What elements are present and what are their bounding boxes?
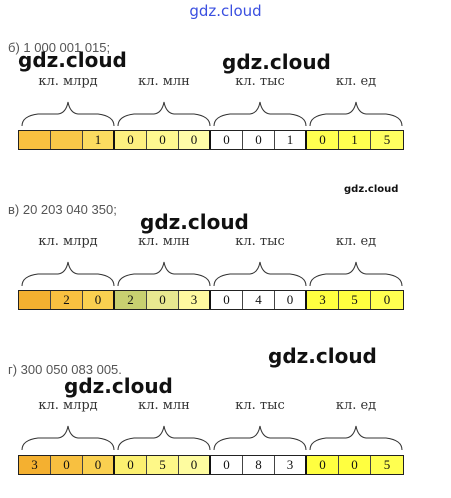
digit-cell: 2 xyxy=(115,291,147,309)
digit-cell: 3 xyxy=(307,291,339,309)
digit-cell xyxy=(19,131,51,149)
class-label-units: кл. ед xyxy=(335,74,377,89)
class-label-billions: кл. млрд xyxy=(38,74,98,89)
digit-cell: 0 xyxy=(115,131,147,149)
digit-cell: 0 xyxy=(211,131,243,149)
watermark: gdz.cloud xyxy=(268,344,377,368)
class-label-thousands: кл. тыс xyxy=(235,74,285,89)
digit-cell: 0 xyxy=(371,291,403,309)
class-label-millions: кл. млн xyxy=(138,74,190,89)
digit-cell: 0 xyxy=(83,456,115,474)
digit-cell: 8 xyxy=(243,456,275,474)
digit-cell: 0 xyxy=(211,291,243,309)
class-label-thousands: кл. тыс xyxy=(235,234,285,249)
digit-cell: 0 xyxy=(147,291,179,309)
class-label-thousands: кл. тыс xyxy=(235,398,285,413)
digit-cell: 0 xyxy=(211,456,243,474)
example-label-v: в) 20 203 040 350; xyxy=(8,202,117,217)
class-label-millions: кл. млн xyxy=(138,398,190,413)
class-label-billions: кл. млрд xyxy=(38,234,98,249)
example-label-b: б) 1 000 001 015; xyxy=(8,40,111,55)
digit-cell xyxy=(51,131,83,149)
digit-cell: 4 xyxy=(243,291,275,309)
class-label-units: кл. ед xyxy=(335,398,377,413)
digit-cell: 3 xyxy=(179,291,211,309)
digit-cell: 1 xyxy=(339,131,371,149)
site-title: gdz.cloud xyxy=(189,2,262,20)
digit-cell: 0 xyxy=(115,456,147,474)
digit-cell: 0 xyxy=(83,291,115,309)
digit-cell: 0 xyxy=(307,131,339,149)
class-label-billions: кл. млрд xyxy=(38,398,98,413)
digit-cell: 0 xyxy=(275,291,307,309)
watermark: gdz.cloud xyxy=(18,48,127,72)
digit-cell: 5 xyxy=(147,456,179,474)
digit-cell: 5 xyxy=(371,131,403,149)
digit-cell: 3 xyxy=(19,456,51,474)
watermark: gdz.cloud xyxy=(140,210,249,234)
digit-cell: 0 xyxy=(339,456,371,474)
digit-cell: 5 xyxy=(371,456,403,474)
digit-cell: 0 xyxy=(179,131,211,149)
example-label-g: г) 300 050 083 005. xyxy=(8,362,122,377)
digit-cell: 2 xyxy=(51,291,83,309)
digit-cell: 1 xyxy=(275,131,307,149)
watermark: gdz.cloud xyxy=(64,374,173,398)
class-braces xyxy=(21,425,403,451)
digit-cell: 0 xyxy=(243,131,275,149)
digit-cell: 5 xyxy=(339,291,371,309)
watermark: gdz.cloud xyxy=(344,184,399,195)
digit-cell xyxy=(19,291,51,309)
digit-cell: 0 xyxy=(307,456,339,474)
class-label-millions: кл. млн xyxy=(138,234,190,249)
digit-cell: 0 xyxy=(147,131,179,149)
digit-cell: 0 xyxy=(179,456,211,474)
class-braces xyxy=(21,101,403,127)
digit-cell: 3 xyxy=(275,456,307,474)
class-braces xyxy=(21,261,403,287)
digit-cell: 0 xyxy=(51,456,83,474)
watermark: gdz.cloud xyxy=(222,50,331,74)
class-label-units: кл. ед xyxy=(335,234,377,249)
digit-cell: 1 xyxy=(83,131,115,149)
